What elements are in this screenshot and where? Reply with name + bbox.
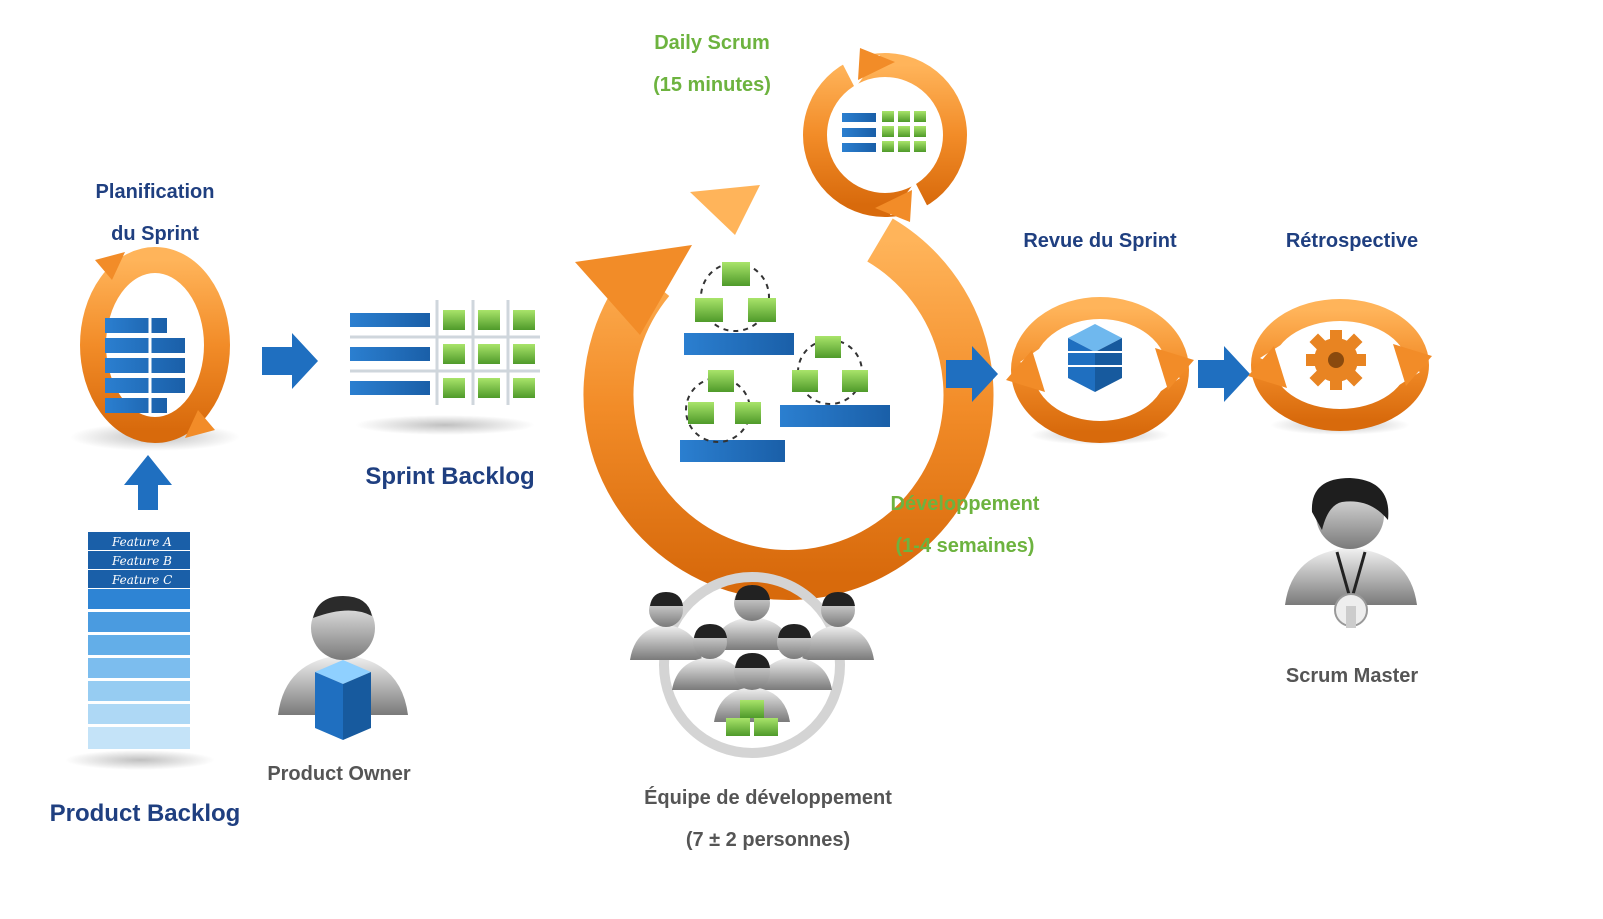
sprint-review-cycle-icon (1006, 297, 1194, 445)
feature-c-label: Feature C (111, 573, 172, 587)
scrum-master-title: Scrum Master (1285, 665, 1419, 687)
sprint-planning-title-line1: Planification (95, 181, 215, 203)
scrum-master-icon (1285, 478, 1417, 628)
daily-scrum-title-line2: (15 minutes) (653, 74, 771, 96)
development-team-icon (630, 572, 874, 758)
arrow-up-icon (124, 455, 172, 510)
development-title-line2: (1-4 semaines) (895, 535, 1035, 557)
feature-a-label: Feature A (111, 535, 172, 549)
daily-scrum-cycle-icon (803, 48, 967, 222)
product-owner-icon (278, 596, 408, 740)
product-backlog-title: Product Backlog (49, 800, 241, 827)
sprint-review-title: Revue du Sprint (1023, 230, 1177, 252)
dev-team-title-line1: Équipe de développement (644, 787, 892, 809)
daily-scrum-title-line1: Daily Scrum (654, 32, 770, 54)
development-title-line1: Développement (890, 493, 1040, 515)
product-owner-title: Product Owner (267, 763, 411, 785)
arrow-right-icon (1198, 346, 1250, 402)
retrospective-cycle-icon (1248, 299, 1432, 435)
sprint-planning-icon (70, 247, 240, 451)
sprint-cycle-icon (575, 185, 994, 600)
retrospective-title: Rétrospective (1285, 230, 1419, 252)
sprint-planning-title-line2: du Sprint (111, 223, 199, 245)
feature-b-label: Feature B (111, 554, 172, 568)
dev-team-title-line2: (7 ± 2 personnes) (685, 829, 851, 851)
sprint-backlog-icon (350, 300, 540, 435)
arrow-right-icon (262, 333, 318, 389)
sprint-backlog-title: Sprint Backlog (365, 463, 535, 490)
product-backlog-stack-icon (65, 532, 215, 770)
arrow-right-icon (946, 346, 998, 402)
